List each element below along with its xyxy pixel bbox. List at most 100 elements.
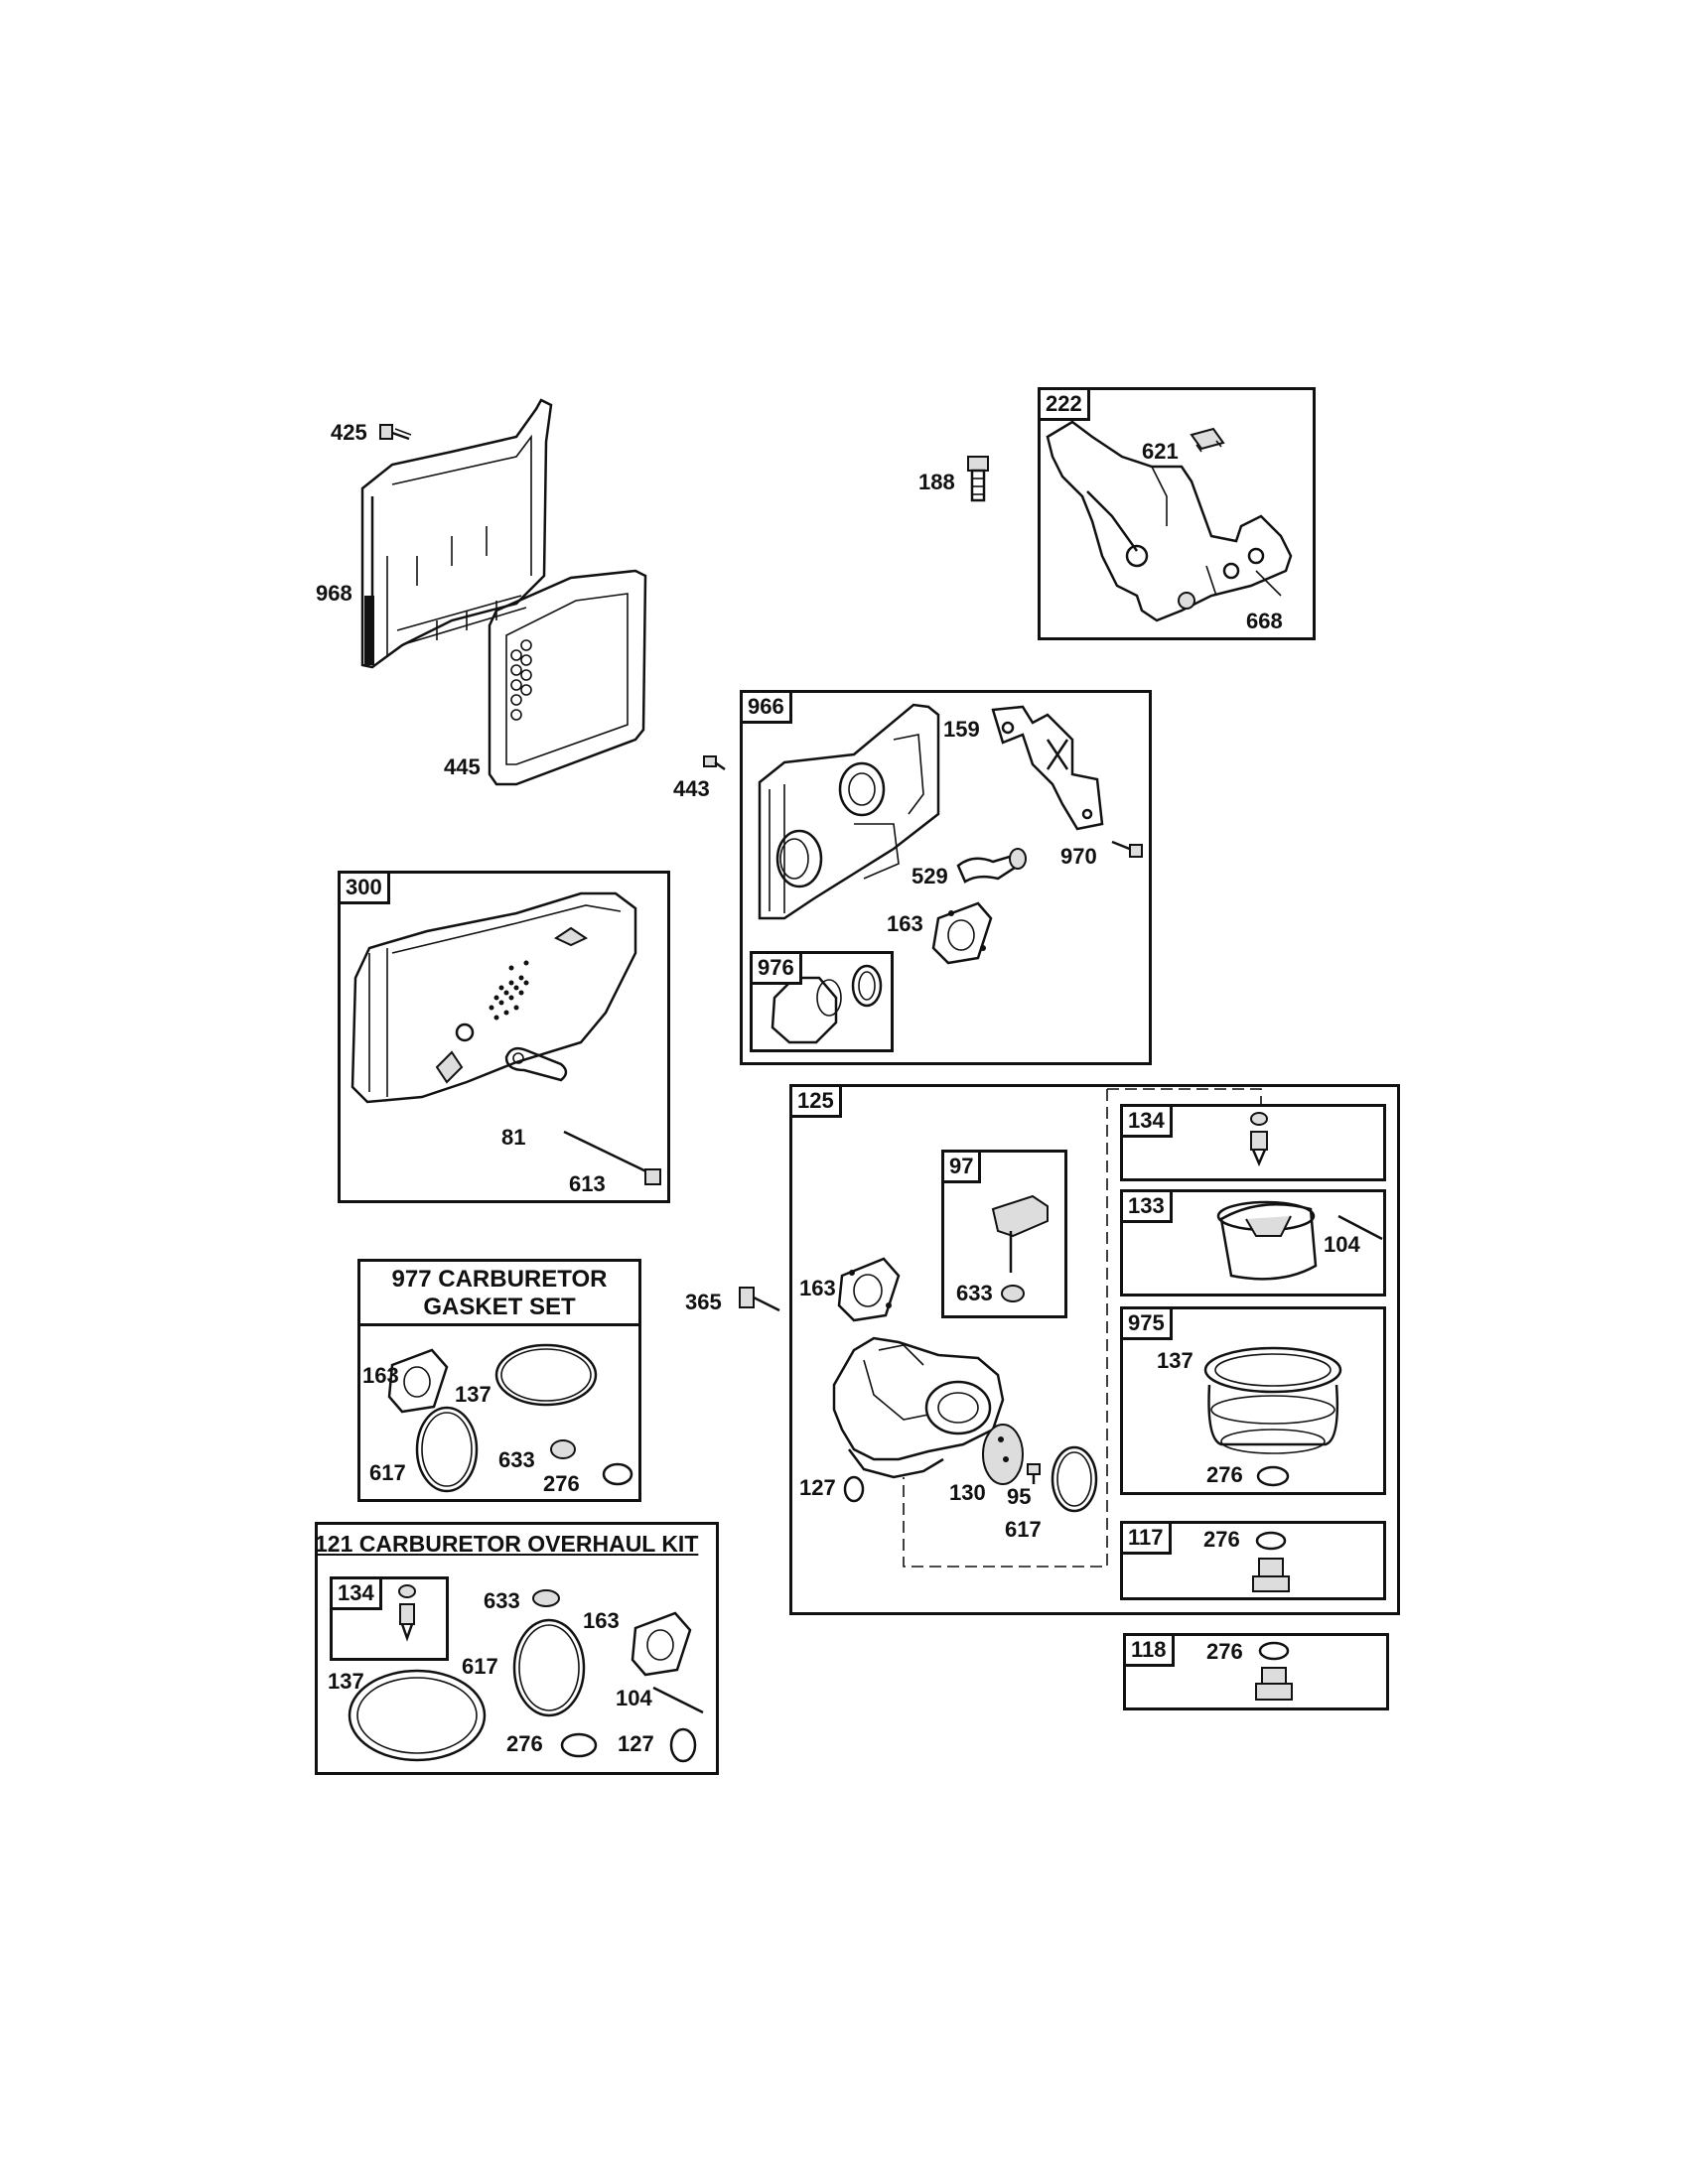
plate-130-icon xyxy=(982,1424,1024,1485)
hose-529-icon xyxy=(956,848,1027,884)
box-977-gasket-set xyxy=(357,1259,641,1502)
box-222-governor xyxy=(1038,387,1316,640)
air-filter-445-icon xyxy=(488,569,647,786)
label-188: 188 xyxy=(918,470,955,494)
bracket-159-icon xyxy=(991,705,1104,831)
label-137-975: 137 xyxy=(1157,1348,1193,1373)
tag-117: 117 xyxy=(1120,1521,1172,1555)
screw-425-icon xyxy=(379,424,412,441)
bolt-613-icon xyxy=(563,1130,661,1185)
label-81: 81 xyxy=(501,1125,526,1150)
label-529: 529 xyxy=(912,864,948,888)
label-425: 425 xyxy=(331,420,367,445)
box-118-bowl-nut xyxy=(1123,1633,1389,1710)
label-621: 621 xyxy=(1142,439,1179,464)
tag-975: 975 xyxy=(1120,1306,1173,1340)
kit-977-title-divider xyxy=(357,1323,641,1326)
tag-222: 222 xyxy=(1038,387,1090,421)
box-300-muffler xyxy=(338,871,670,1203)
choke-shaft-97-icon xyxy=(991,1194,1049,1302)
tag-134-kit: 134 xyxy=(330,1576,382,1610)
label-443: 443 xyxy=(673,776,710,801)
box-134-needle xyxy=(1120,1104,1386,1181)
box-117-bowl-nut xyxy=(1120,1521,1386,1600)
box-966-air-cleaner-base xyxy=(740,690,1152,1065)
screw-443-icon xyxy=(703,755,726,771)
bolt-365-icon xyxy=(739,1287,780,1312)
label-276-118: 276 xyxy=(1206,1639,1243,1664)
label-95: 95 xyxy=(1007,1484,1032,1509)
label-445: 445 xyxy=(444,754,481,779)
kit-977-title: 977 CARBURETOR GASKET SET xyxy=(357,1266,641,1320)
label-127-121: 127 xyxy=(618,1731,654,1756)
air-cleaner-cover-968-icon xyxy=(360,398,553,669)
label-104-121: 104 xyxy=(616,1686,652,1710)
needle-134-icon xyxy=(1250,1112,1268,1167)
box-97-choke-shaft xyxy=(941,1150,1067,1318)
primer-bulb-976-icon xyxy=(771,964,883,1044)
label-613: 613 xyxy=(569,1171,606,1196)
label-276-977: 276 xyxy=(543,1471,580,1496)
tag-97: 97 xyxy=(941,1150,982,1183)
label-365: 365 xyxy=(685,1290,722,1314)
label-617-977: 617 xyxy=(369,1460,406,1485)
box-125-carburetor xyxy=(789,1084,1400,1615)
muffler-300-icon xyxy=(351,891,637,1104)
bracket-81-icon xyxy=(504,1046,568,1082)
label-137-977: 137 xyxy=(455,1382,491,1407)
label-276-121: 276 xyxy=(506,1731,543,1756)
plug-127-icon xyxy=(843,1475,865,1503)
float-133-icon xyxy=(1216,1200,1318,1281)
box-976-primer xyxy=(750,951,894,1052)
label-163-121: 163 xyxy=(583,1608,620,1633)
washer-276-bowl-icon xyxy=(1256,1465,1290,1487)
overhaul-kit-121-parts xyxy=(348,1584,704,1763)
label-968: 968 xyxy=(316,581,352,606)
carburetor-body-icon xyxy=(832,1336,1005,1479)
label-633-977: 633 xyxy=(498,1447,535,1472)
box-121-overhaul-kit xyxy=(315,1522,719,1775)
label-130: 130 xyxy=(949,1480,986,1505)
label-617-125: 617 xyxy=(1005,1517,1042,1542)
screw-95-icon xyxy=(1027,1463,1041,1484)
screw-970-icon xyxy=(1111,840,1143,858)
label-617-121: 617 xyxy=(462,1654,498,1679)
o-ring-617-icon xyxy=(1051,1445,1098,1513)
bracket-621-icon xyxy=(1190,427,1225,453)
kit-121-title: 121 CARBURETOR OVERHAUL KIT xyxy=(315,1531,699,1557)
assembly-dashed-line xyxy=(903,1088,1262,1568)
box-133-float xyxy=(1120,1189,1386,1297)
air-cleaner-base-966-icon xyxy=(758,703,940,920)
gasket-163-carb-icon xyxy=(837,1257,901,1322)
label-127-125: 127 xyxy=(799,1475,836,1500)
label-163-125: 163 xyxy=(799,1276,836,1300)
label-163-977: 163 xyxy=(362,1363,399,1388)
label-159: 159 xyxy=(943,717,980,742)
label-970: 970 xyxy=(1060,844,1097,869)
tag-976: 976 xyxy=(750,951,802,985)
label-276-975: 276 xyxy=(1206,1462,1243,1487)
bolt-188-icon xyxy=(967,456,989,502)
label-137-121: 137 xyxy=(328,1669,364,1694)
kit-977-title-line1: 977 CARBURETOR xyxy=(391,1266,608,1293)
bowl-nut-118-icon xyxy=(1255,1641,1293,1701)
box-975-bowl xyxy=(1120,1306,1386,1495)
pin-104-icon xyxy=(1337,1214,1383,1241)
gasket-163-icon xyxy=(931,901,993,965)
tag-133: 133 xyxy=(1120,1189,1173,1223)
label-276-117: 276 xyxy=(1203,1527,1240,1552)
governor-222-icon xyxy=(1046,420,1293,622)
label-163-966: 163 xyxy=(887,911,923,936)
float-bowl-975-icon xyxy=(1203,1346,1342,1454)
tag-134-box: 134 xyxy=(1120,1104,1173,1138)
label-633-97: 633 xyxy=(956,1281,993,1305)
box-134-kit-needle xyxy=(330,1576,449,1661)
bowl-nut-117-icon xyxy=(1252,1531,1290,1592)
label-104-133: 104 xyxy=(1324,1232,1360,1257)
label-668: 668 xyxy=(1246,609,1283,633)
tag-966: 966 xyxy=(740,690,792,724)
tag-118: 118 xyxy=(1123,1633,1175,1667)
tag-125: 125 xyxy=(789,1084,842,1118)
